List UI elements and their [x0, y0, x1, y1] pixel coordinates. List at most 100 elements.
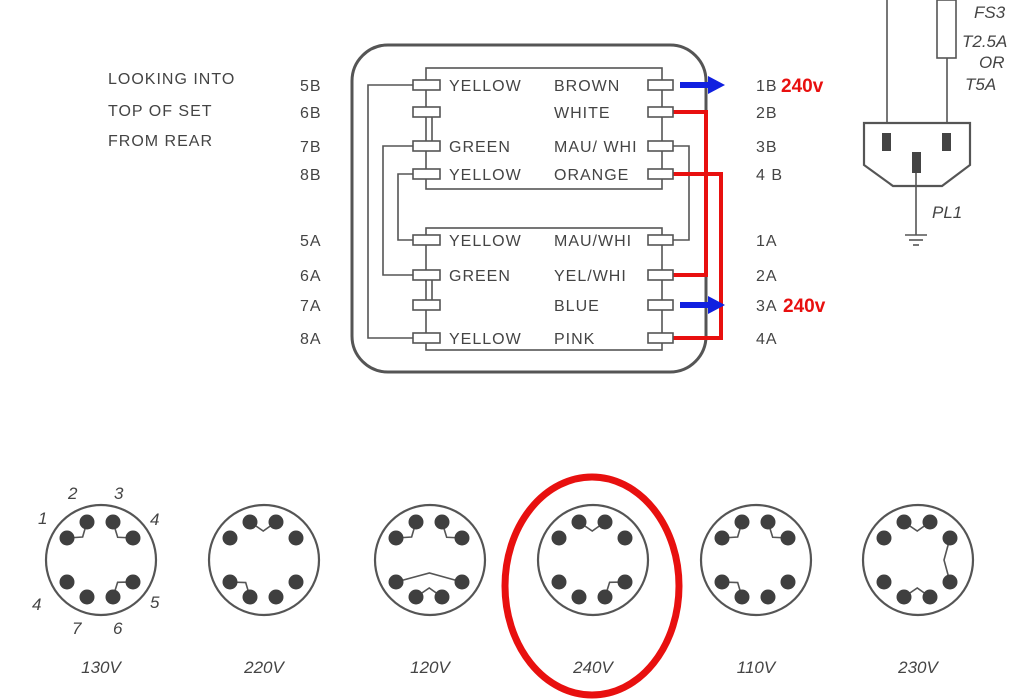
left-pin-label: 6B: [300, 105, 322, 122]
plug-link: [395, 572, 463, 583]
blue-arrow-1b: [680, 76, 725, 94]
left-pin-label: 6A: [300, 268, 322, 285]
right-terminal: [647, 234, 674, 246]
right-wire-color: MAU/ WHI: [554, 139, 638, 156]
voltage-plug: 240V: [536, 503, 650, 677]
pin-numbers: 1 2 3 4 4 7 6 5: [32, 484, 160, 638]
fuse-symbol: [936, 0, 957, 59]
voltage-plug: 130V: [44, 503, 158, 677]
voltage-plug: 120V: [373, 503, 487, 677]
plug-pin: [597, 589, 613, 605]
voltage-plug: 230V: [861, 503, 975, 677]
plug-pin: [454, 530, 470, 546]
svg-text:4: 4: [32, 595, 41, 614]
left-wire-color: YELLOW: [449, 233, 522, 250]
left-terminal: [412, 79, 441, 91]
voltage-label-bottom: 240v: [783, 296, 826, 317]
plug-link: [943, 537, 951, 583]
right-wire-color: BLUE: [554, 298, 600, 315]
plug-pin: [105, 589, 121, 605]
left-wire-color: YELLOW: [449, 331, 522, 348]
left-pin-label: 8A: [300, 331, 322, 348]
plug-pin: [942, 530, 958, 546]
left-terminal: [412, 332, 441, 344]
plug-pin: [714, 574, 730, 590]
left-wire-color: YELLOW: [449, 167, 522, 184]
plug-pin: [242, 589, 258, 605]
plug-pin: [408, 589, 424, 605]
plug-pin: [288, 530, 304, 546]
plug-voltage-label: 230V: [897, 658, 939, 677]
left-pin-label: 7A: [300, 298, 322, 315]
left-pin-label: 5B: [300, 78, 322, 95]
svg-text:1: 1: [38, 509, 47, 528]
red-link-wires: [673, 110, 723, 340]
fuse-or: OR: [979, 53, 1005, 72]
right-terminal: [647, 332, 674, 344]
svg-text:6: 6: [113, 619, 123, 638]
voltage-label-top: 240v: [781, 76, 824, 97]
plug-pin: [734, 589, 750, 605]
left-pin-label: 7B: [300, 139, 322, 156]
right-wire-color: BROWN: [554, 78, 620, 95]
plug-voltage-label: 130V: [81, 658, 122, 677]
right-terminal: [647, 79, 674, 91]
left-wire-color: GREEN: [449, 268, 511, 285]
lower-block: [425, 227, 663, 351]
plug-pin: [242, 514, 258, 530]
right-pin-label: 2A: [756, 268, 778, 285]
connector-housing: [350, 43, 708, 374]
left-terminal: [412, 106, 441, 118]
plug-pin: [222, 530, 238, 546]
plug-voltage-label: 240V: [572, 658, 614, 677]
plug-pin: [125, 530, 141, 546]
plug-pin: [942, 574, 958, 590]
plug-pin: [79, 589, 95, 605]
plug-pin: [734, 514, 750, 530]
terminal-row: 8A YELLOW PINK 4A: [300, 331, 778, 348]
note-line-3: FROM REAR: [108, 133, 213, 150]
plug-pin: [597, 514, 613, 530]
right-pin-label: 4 B: [756, 167, 783, 184]
left-terminal: [412, 269, 441, 281]
note-line-1: LOOKING INTO: [108, 71, 235, 88]
plug-pin: [125, 574, 141, 590]
left-terminal: [412, 168, 441, 180]
right-terminal: [647, 168, 674, 180]
right-pin-label: 3A: [756, 298, 778, 315]
voltage-plug: 110V: [699, 503, 813, 677]
plug-pin: [876, 574, 892, 590]
plug-pin: [79, 514, 95, 530]
plug-pin: [760, 514, 776, 530]
fuse-rating-2: T5A: [965, 75, 996, 94]
plug-pin: [408, 514, 424, 530]
plug-pin: [288, 574, 304, 590]
left-wire-color: GREEN: [449, 139, 511, 156]
left-terminal: [412, 140, 441, 152]
left-terminal: [412, 234, 441, 246]
blue-arrow-3a: [680, 296, 725, 314]
svg-text:3: 3: [114, 484, 124, 503]
plug-pin: [617, 574, 633, 590]
plug-pin: [434, 589, 450, 605]
jumper-wires: [367, 84, 690, 339]
right-wire-color: ORANGE: [554, 167, 629, 184]
plug-pin: [222, 574, 238, 590]
plug-pin: [922, 589, 938, 605]
plug-pin: [571, 589, 587, 605]
note-line-2: TOP OF SET: [108, 103, 213, 120]
voltage-plug: 220V: [207, 503, 321, 677]
left-pin-label: 5A: [300, 233, 322, 250]
right-wire-color: PINK: [554, 331, 595, 348]
right-pin-label: 4A: [756, 331, 778, 348]
plug-pin: [922, 514, 938, 530]
ground-icon: [905, 234, 927, 246]
plug-pin: [59, 530, 75, 546]
left-wire-color: YELLOW: [449, 78, 522, 95]
plug-pin: [714, 530, 730, 546]
plug-pin: [268, 589, 284, 605]
right-pin-label: 1A: [756, 233, 778, 250]
